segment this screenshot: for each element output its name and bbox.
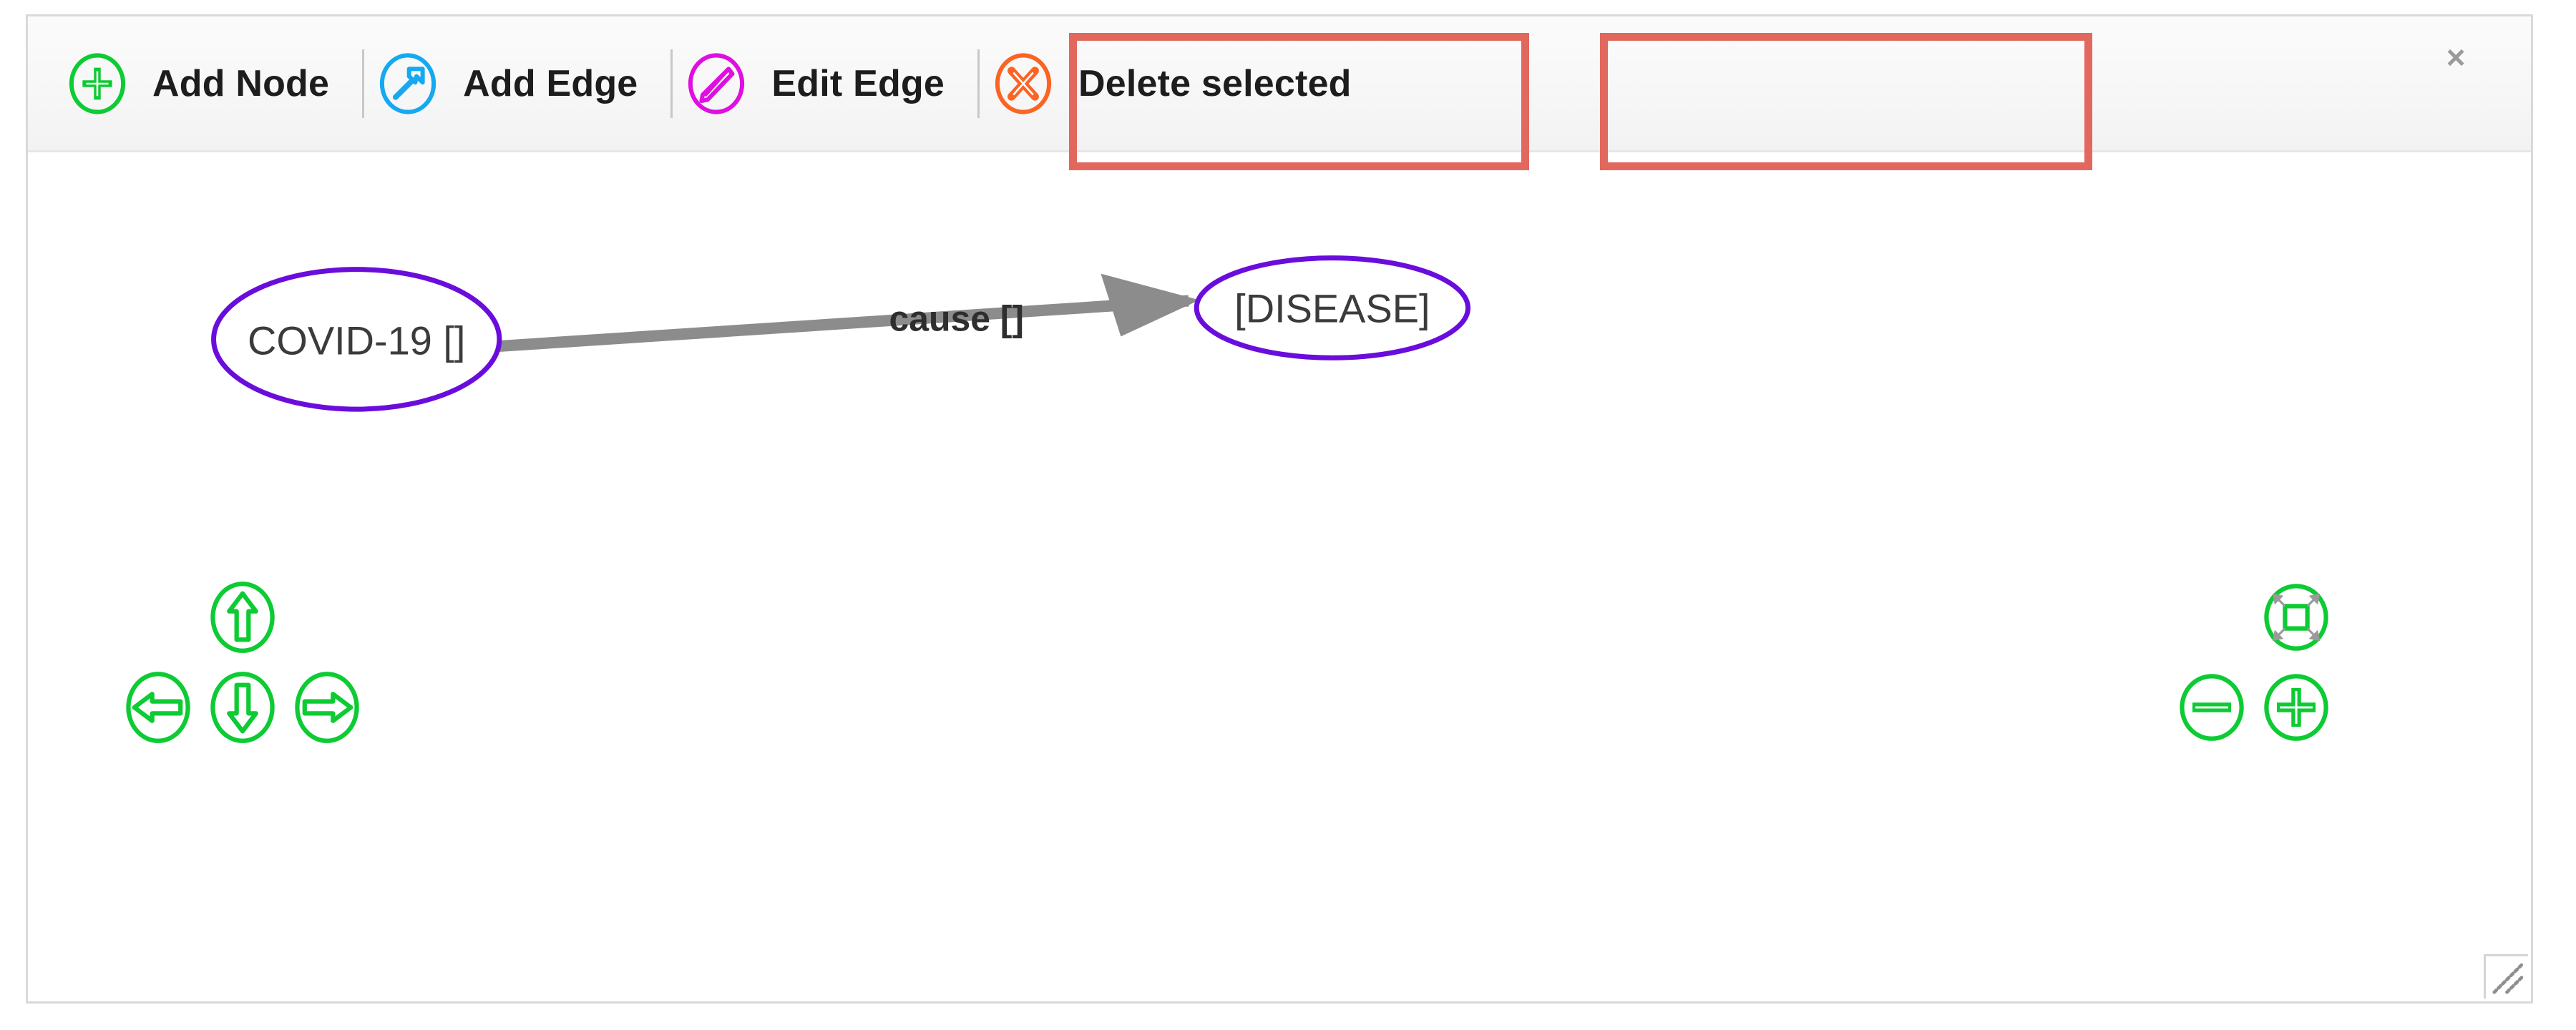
add-node-button[interactable]: Add Node	[54, 16, 362, 150]
edge-line-cause[interactable]	[495, 295, 1189, 353]
x-circle-icon	[992, 52, 1054, 114]
node-label-disease: [DISEASE]	[1234, 285, 1430, 330]
node-ellipse	[211, 267, 502, 412]
toolbar-separator-2	[670, 49, 673, 118]
edit-edge-label: Edit Edge	[771, 62, 945, 104]
toolbar-separator-3	[977, 49, 980, 118]
resize-handle-icon[interactable]	[2484, 954, 2528, 999]
delete-selected-label: Delete selected	[1078, 62, 1352, 104]
network-editor-panel: Add Node Add Edge Edit E	[26, 14, 2533, 1004]
graph-network: COVID-19 [] [DISEASE] cause []	[211, 255, 1471, 412]
edge-arrowhead	[1101, 273, 1200, 337]
fit-screen-circle-icon[interactable]	[2259, 580, 2333, 654]
node-label-covid: COVID-19 []	[248, 318, 465, 363]
arrow-circle-icon	[377, 52, 439, 114]
toolbar-separator-1	[362, 49, 365, 118]
plus-circle-icon[interactable]	[2259, 670, 2333, 745]
edit-edge-button[interactable]: Edit Edge	[673, 16, 977, 150]
edge-label-cause: cause []	[889, 298, 1024, 338]
add-edge-button[interactable]: Add Edge	[364, 16, 670, 150]
minus-circle-icon[interactable]	[2175, 670, 2249, 745]
graph-node-covid[interactable]: COVID-19 []	[211, 267, 502, 412]
delete-selected-button[interactable]: Delete selected	[980, 16, 1385, 150]
graph-canvas[interactable]: COVID-19 [] [DISEASE] cause []	[28, 152, 2531, 1001]
node-ellipse	[1194, 255, 1471, 360]
add-node-label: Add Node	[152, 62, 330, 104]
close-icon[interactable]: ×	[2446, 39, 2466, 76]
plus-circle-icon	[67, 52, 128, 114]
arrow-down-circle-icon[interactable]	[205, 670, 280, 745]
arrow-right-circle-icon[interactable]	[290, 670, 364, 745]
add-edge-label: Add Edge	[463, 62, 638, 104]
arrow-up-circle-icon[interactable]	[205, 580, 280, 654]
arrow-left-circle-icon[interactable]	[121, 670, 195, 745]
graph-node-disease[interactable]: [DISEASE]	[1194, 255, 1471, 360]
pencil-circle-icon	[686, 52, 747, 114]
editor-toolbar: Add Node Add Edge Edit E	[28, 16, 2531, 152]
